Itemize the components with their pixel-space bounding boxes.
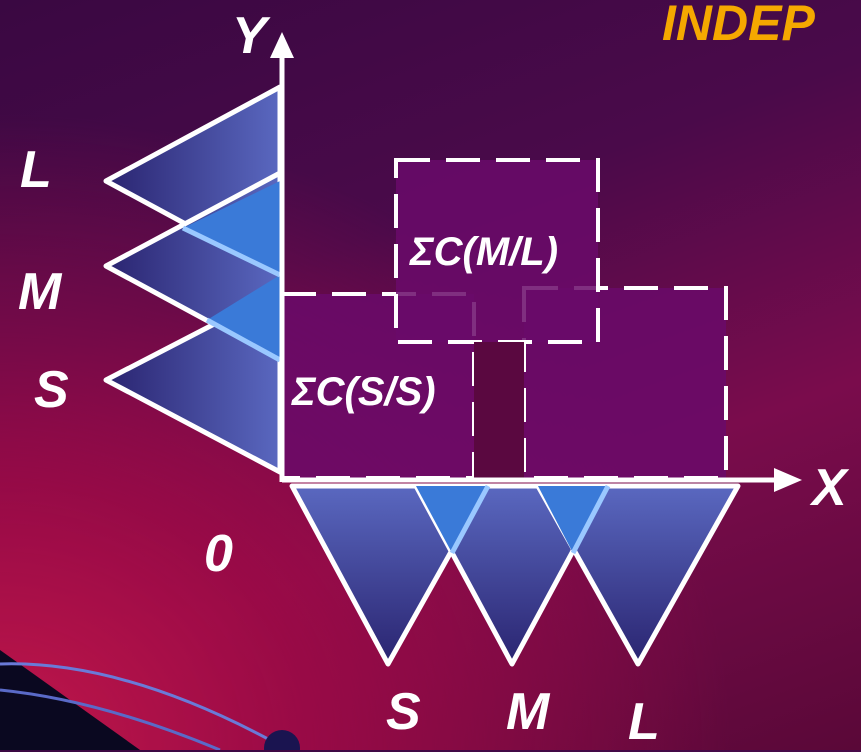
x-set-label-S: S bbox=[386, 682, 421, 742]
origin-label: 0 bbox=[204, 524, 233, 584]
x-set-label-M: M bbox=[506, 682, 549, 742]
x-set-label-L: L bbox=[628, 692, 660, 752]
y-axis-label: Y bbox=[232, 6, 267, 66]
rule-gap bbox=[474, 342, 524, 478]
satellite-decoration bbox=[0, 650, 300, 750]
x-axis-arrow bbox=[774, 468, 802, 492]
y-set-label-M: M bbox=[18, 262, 61, 322]
rule-ml-label: ΣC(M/L) bbox=[410, 230, 558, 275]
y-set-label-S: S bbox=[34, 360, 69, 420]
y-membership-functions bbox=[106, 87, 280, 472]
y-axis-arrow bbox=[270, 32, 294, 58]
x-membership-functions bbox=[292, 486, 738, 664]
slide-title: INDEP bbox=[662, 0, 815, 52]
y-set-label-L: L bbox=[20, 140, 52, 200]
rule-ss-label: ΣC(S/S) bbox=[292, 370, 436, 415]
x-axis-label: X bbox=[812, 458, 847, 518]
